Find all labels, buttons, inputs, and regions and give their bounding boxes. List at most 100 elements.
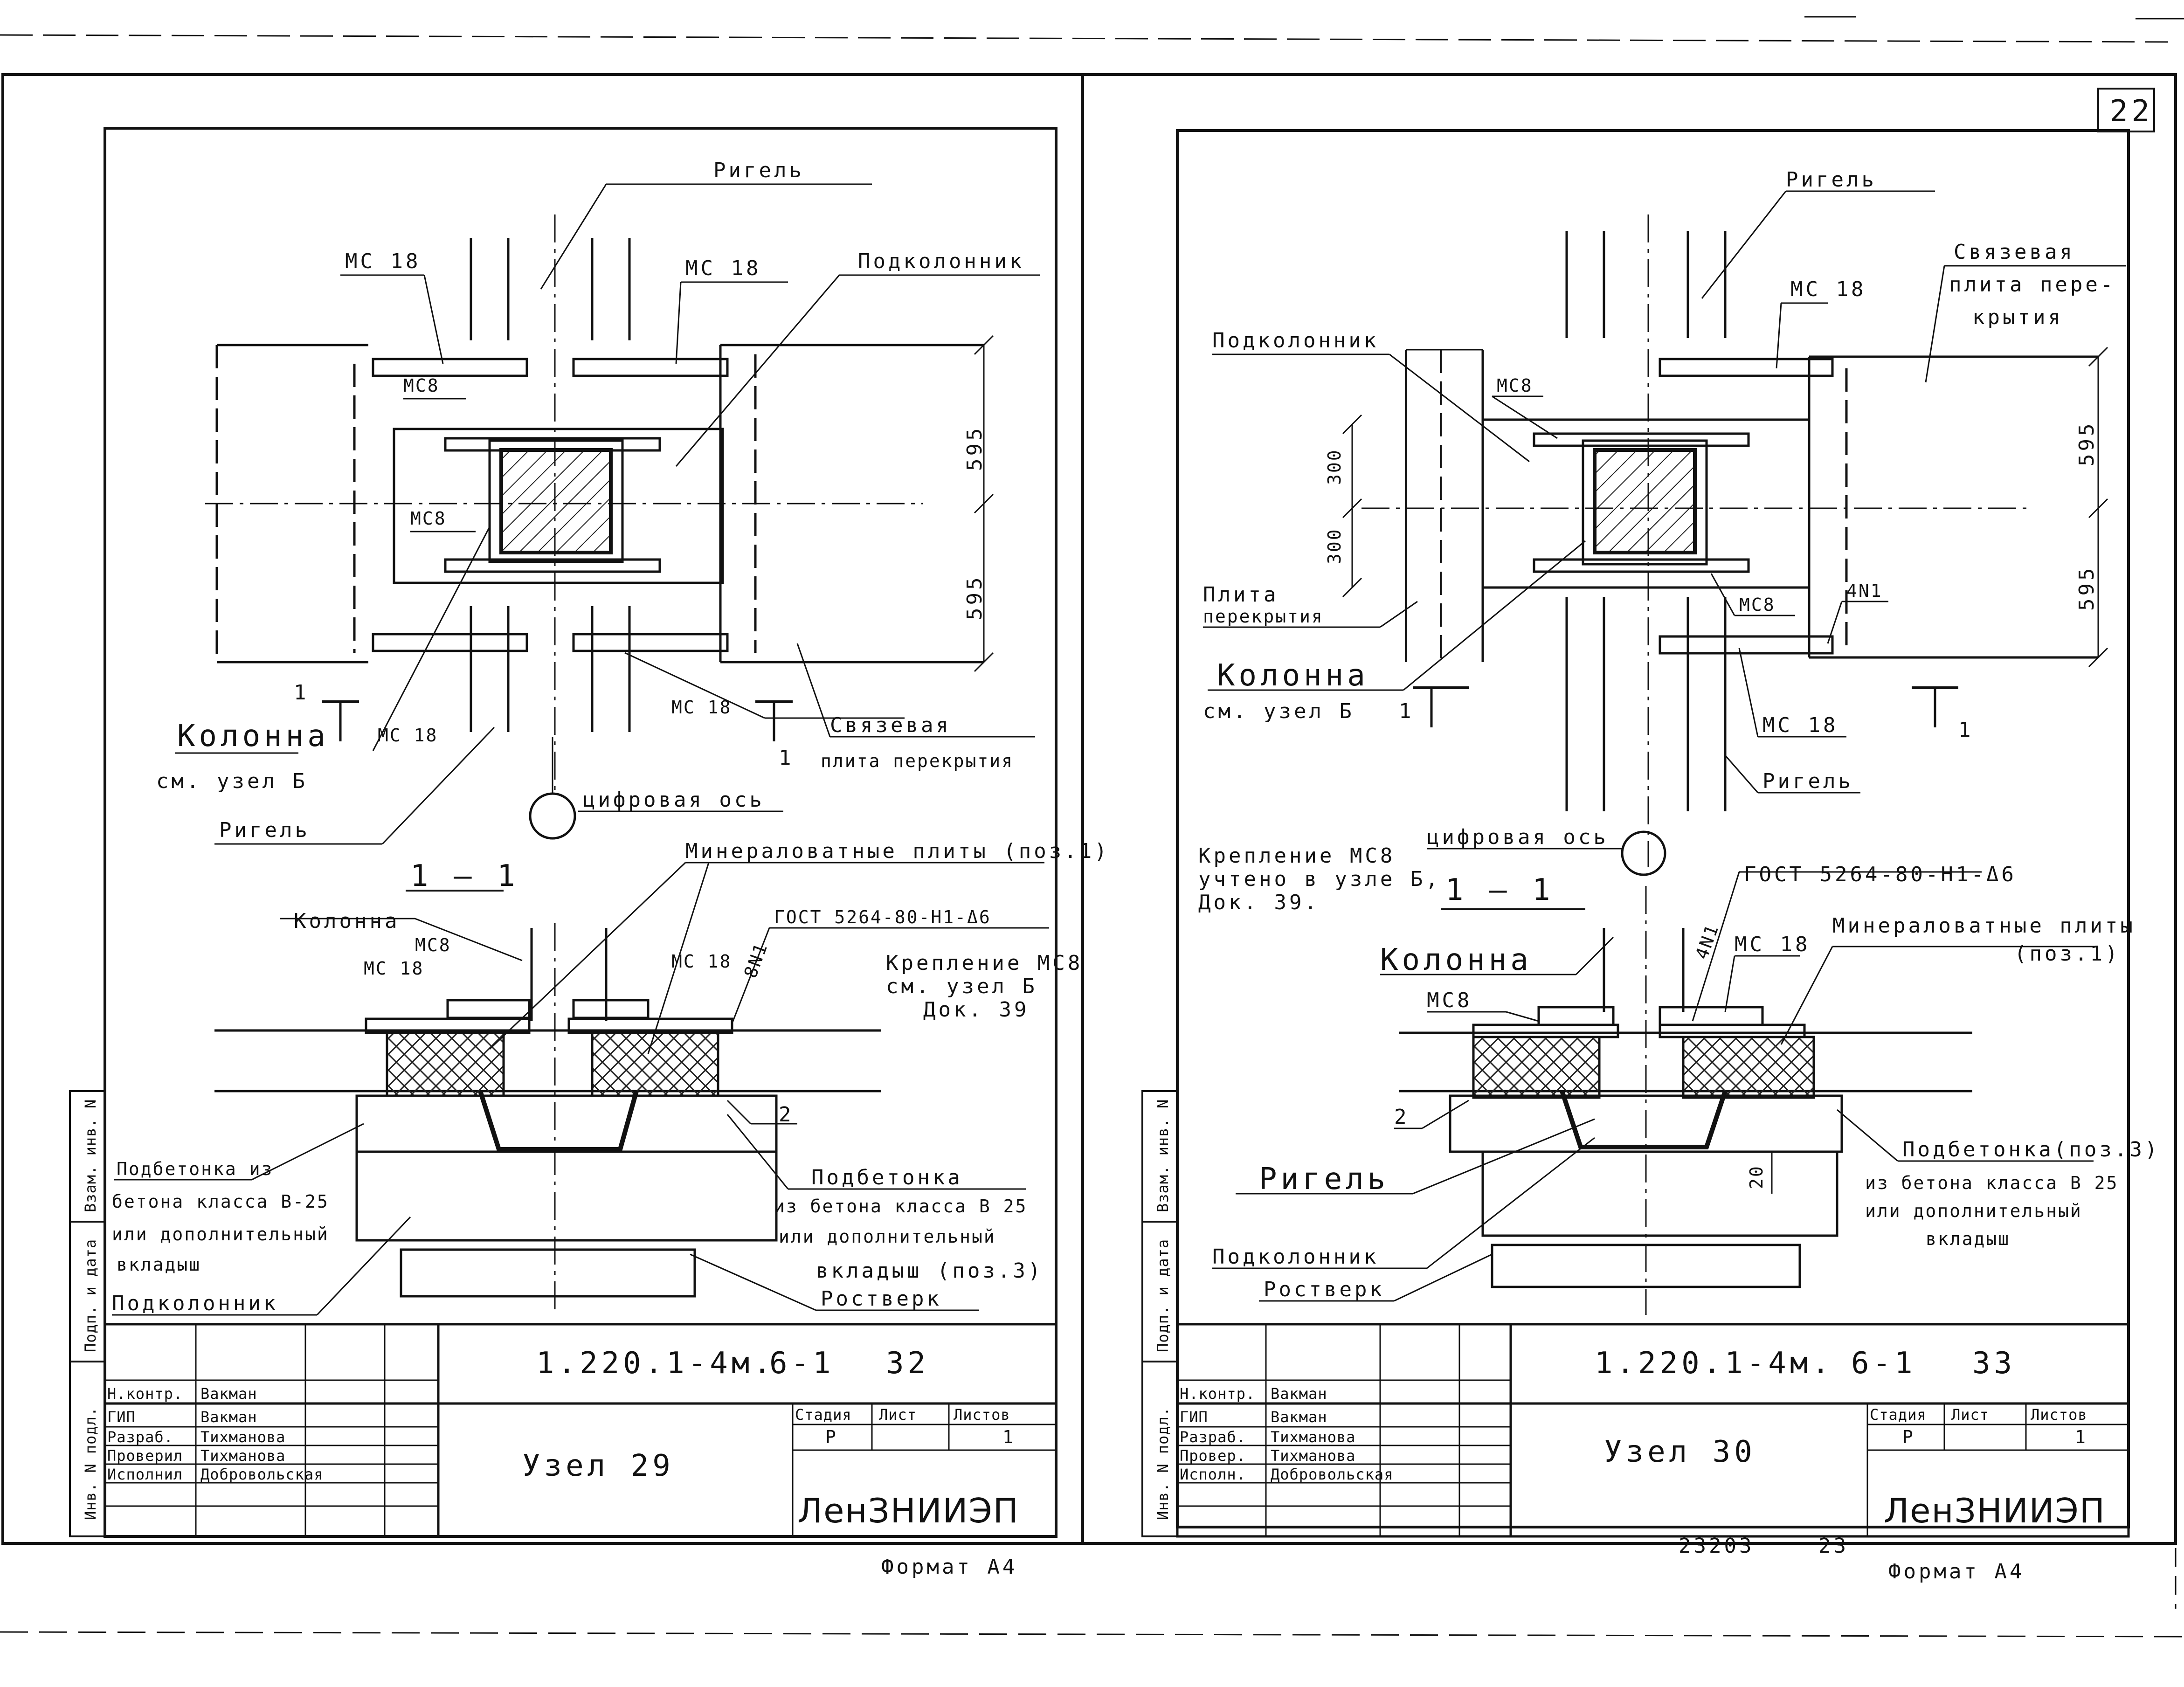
label-plita-1: Плита bbox=[1203, 583, 1279, 607]
title-sheets-h-r: Листов bbox=[2031, 1406, 2087, 1424]
label-plita-2: перекрытия bbox=[1203, 606, 1324, 627]
label-krep-1: Крепление МС8 bbox=[886, 951, 1083, 975]
label-svyaz-2-r: плита пере- bbox=[1949, 273, 2115, 297]
label-podkol2: Подколонник bbox=[112, 1292, 278, 1315]
sheet-frame bbox=[0, 16, 2184, 1638]
dim-595-top: 595 bbox=[963, 426, 987, 471]
left-section-labels: 1 — 1 Минераловатные плиты (поз.1) Колон… bbox=[112, 839, 1107, 1315]
label-rigel-top: Ригель bbox=[713, 159, 804, 182]
label-krep-3-r: Док. 39. bbox=[1198, 891, 1320, 914]
label-ms18-f: МС 18 bbox=[671, 951, 732, 972]
stamp-number: 23203 bbox=[1679, 1534, 1754, 1558]
title-stage: Р bbox=[825, 1427, 837, 1447]
row-role: Исполн. bbox=[1180, 1466, 1246, 1483]
label-ms8-c-r: МС8 bbox=[1427, 989, 1472, 1012]
label-ms18-c-r: МС 18 bbox=[1735, 933, 1810, 956]
title-issue-r: 6-1 bbox=[1851, 1346, 1916, 1381]
label-podbet-l2: бетона класса В-25 bbox=[112, 1191, 329, 1212]
stamp-page: 23 bbox=[1818, 1534, 1849, 1558]
label-rigel2-r: Ригель bbox=[1259, 1162, 1389, 1196]
label-mineral-1-r: Минераловатные плиты bbox=[1832, 914, 2136, 938]
label-podbet-l3: или дополнительный bbox=[112, 1224, 329, 1245]
label-podbet-1-r: Подбетонка(поз.3) bbox=[1902, 1138, 2160, 1162]
label-rigel-top-r: Ригель bbox=[1786, 168, 1877, 192]
label-see-b: см. узел Б bbox=[156, 769, 308, 793]
row-name: Тихманова bbox=[200, 1447, 285, 1465]
row-role: ГИП bbox=[1180, 1408, 1208, 1426]
title-num: 32 bbox=[886, 1346, 929, 1381]
label-section-r: 1 — 1 bbox=[1445, 873, 1554, 907]
title-sheet-h-r: Лист bbox=[1951, 1406, 1989, 1424]
label-ms8-b: МС8 bbox=[410, 508, 447, 529]
left-plan-view bbox=[175, 183, 1040, 845]
dim-595-b: 595 bbox=[2075, 566, 2099, 611]
label-see-b-r: см. узел Б bbox=[1203, 699, 1355, 723]
title-sheets-h: Листов bbox=[954, 1406, 1010, 1424]
title-org: ЛенЗНИИЭП bbox=[797, 1491, 1019, 1530]
section-mark-a-r: 1 bbox=[1399, 699, 1414, 723]
label-ms18-a-r: МС 18 bbox=[1790, 277, 1866, 301]
label-section: 1 — 1 bbox=[410, 859, 519, 893]
label-ms8-a: МС8 bbox=[403, 375, 440, 396]
row-role: Разраб. bbox=[107, 1428, 173, 1446]
side-label-podp-r: Подп. и дата bbox=[1154, 1239, 1172, 1352]
label-ms18-b: МС 18 bbox=[685, 256, 761, 280]
dim-300-a: 300 bbox=[1324, 449, 1345, 485]
label-svyaz-2: плита перекрытия bbox=[821, 751, 1014, 771]
title-name-r: Узел 30 bbox=[1604, 1435, 1756, 1469]
side-label-podp: Подп. и дата bbox=[82, 1239, 99, 1352]
row-role: Провер. bbox=[1180, 1447, 1246, 1465]
label-svyaz-1: Связевая bbox=[830, 713, 951, 737]
dim-300-b: 300 bbox=[1324, 528, 1345, 564]
row-role: Проверил bbox=[107, 1447, 183, 1465]
title-code: 1.220.1-4м. bbox=[536, 1346, 775, 1381]
title-code-r: 1.220.1-4м. bbox=[1595, 1346, 1833, 1381]
label-ms8-b-r: МС8 bbox=[1739, 595, 1776, 615]
title-sheet-h: Лист bbox=[879, 1406, 917, 1424]
title-num-r: 33 bbox=[1972, 1346, 2016, 1381]
label-axis: цифровая ось bbox=[583, 788, 765, 812]
dim-595-a: 595 bbox=[2075, 421, 2099, 466]
row-name: Добровольская bbox=[200, 1466, 323, 1483]
label-rostverk-r: Ростверк bbox=[1264, 1278, 1385, 1301]
row-name: Тихманова bbox=[1271, 1428, 1355, 1446]
label-ms8-a-r: МС8 bbox=[1497, 375, 1533, 396]
right-title-text: 1.220.1-4м. 6-1 33 Узел 30 Стадия Лист Л… bbox=[1180, 1346, 2105, 1583]
left-title-block bbox=[104, 1323, 1057, 1538]
page-number: 22 bbox=[2110, 94, 2153, 129]
row-role: ГИП bbox=[107, 1408, 136, 1426]
label-podkol-r: Подколонник bbox=[1212, 329, 1379, 353]
label-mineral-2-r: (поз.1) bbox=[2014, 942, 2120, 966]
label-kolonna2: Колонна bbox=[294, 909, 400, 933]
row-role: Н.контр. bbox=[107, 1385, 183, 1403]
label-axis-r: цифровая ось bbox=[1427, 825, 1609, 849]
label-rostverk: Ростверк bbox=[821, 1287, 942, 1311]
label-podbet-4-r: вкладыш bbox=[1926, 1229, 2010, 1249]
label-krep-3: Док. 39 bbox=[923, 998, 1029, 1022]
row-name: Тихманова bbox=[200, 1428, 285, 1446]
label-podbet-r3: или дополнительный bbox=[779, 1226, 996, 1247]
label-krep-2-r: учтено в узле Б, bbox=[1198, 867, 1441, 891]
label-podkol2-r: Подколонник bbox=[1212, 1245, 1379, 1269]
label-two-r: 2 bbox=[1394, 1105, 1410, 1129]
right-sheet-frame bbox=[1141, 129, 2130, 1537]
side-label-inv-r: Инв. N подл. bbox=[1154, 1407, 1172, 1520]
row-name: Вакман bbox=[200, 1408, 257, 1426]
title-name: Узел 29 bbox=[522, 1449, 674, 1483]
label-gost-r: ГОСТ 5264-80-Н1-Δ6 bbox=[1744, 863, 2017, 886]
label-rigel-bot: Ригель bbox=[219, 818, 310, 842]
row-name: Тихманова bbox=[1271, 1447, 1355, 1465]
row-role: Разраб. bbox=[1180, 1428, 1246, 1446]
label-ms18-a: МС 18 bbox=[345, 249, 421, 273]
left-title-text: 1.220.1-4м. 6-1 32 Узел 29 Стадия Лист Л… bbox=[107, 1346, 1019, 1579]
right-plan-view bbox=[1203, 190, 2126, 876]
right-section-labels: 1 — 1 ГОСТ 5264-80-Н1-Δ6 4N1 МС 18 Минер… bbox=[1212, 863, 2160, 1301]
title-stage-h-r: Стадия bbox=[1870, 1406, 1927, 1424]
label-gost: ГОСТ 5264-80-Н1-Δ6 bbox=[774, 907, 991, 927]
section-mark-a: 1 bbox=[294, 681, 309, 705]
row-role: Исполнил bbox=[107, 1466, 183, 1483]
right-title-block bbox=[1176, 1323, 2130, 1538]
right-section-view bbox=[1212, 871, 2098, 1315]
title-issue: 6-1 bbox=[769, 1346, 835, 1381]
